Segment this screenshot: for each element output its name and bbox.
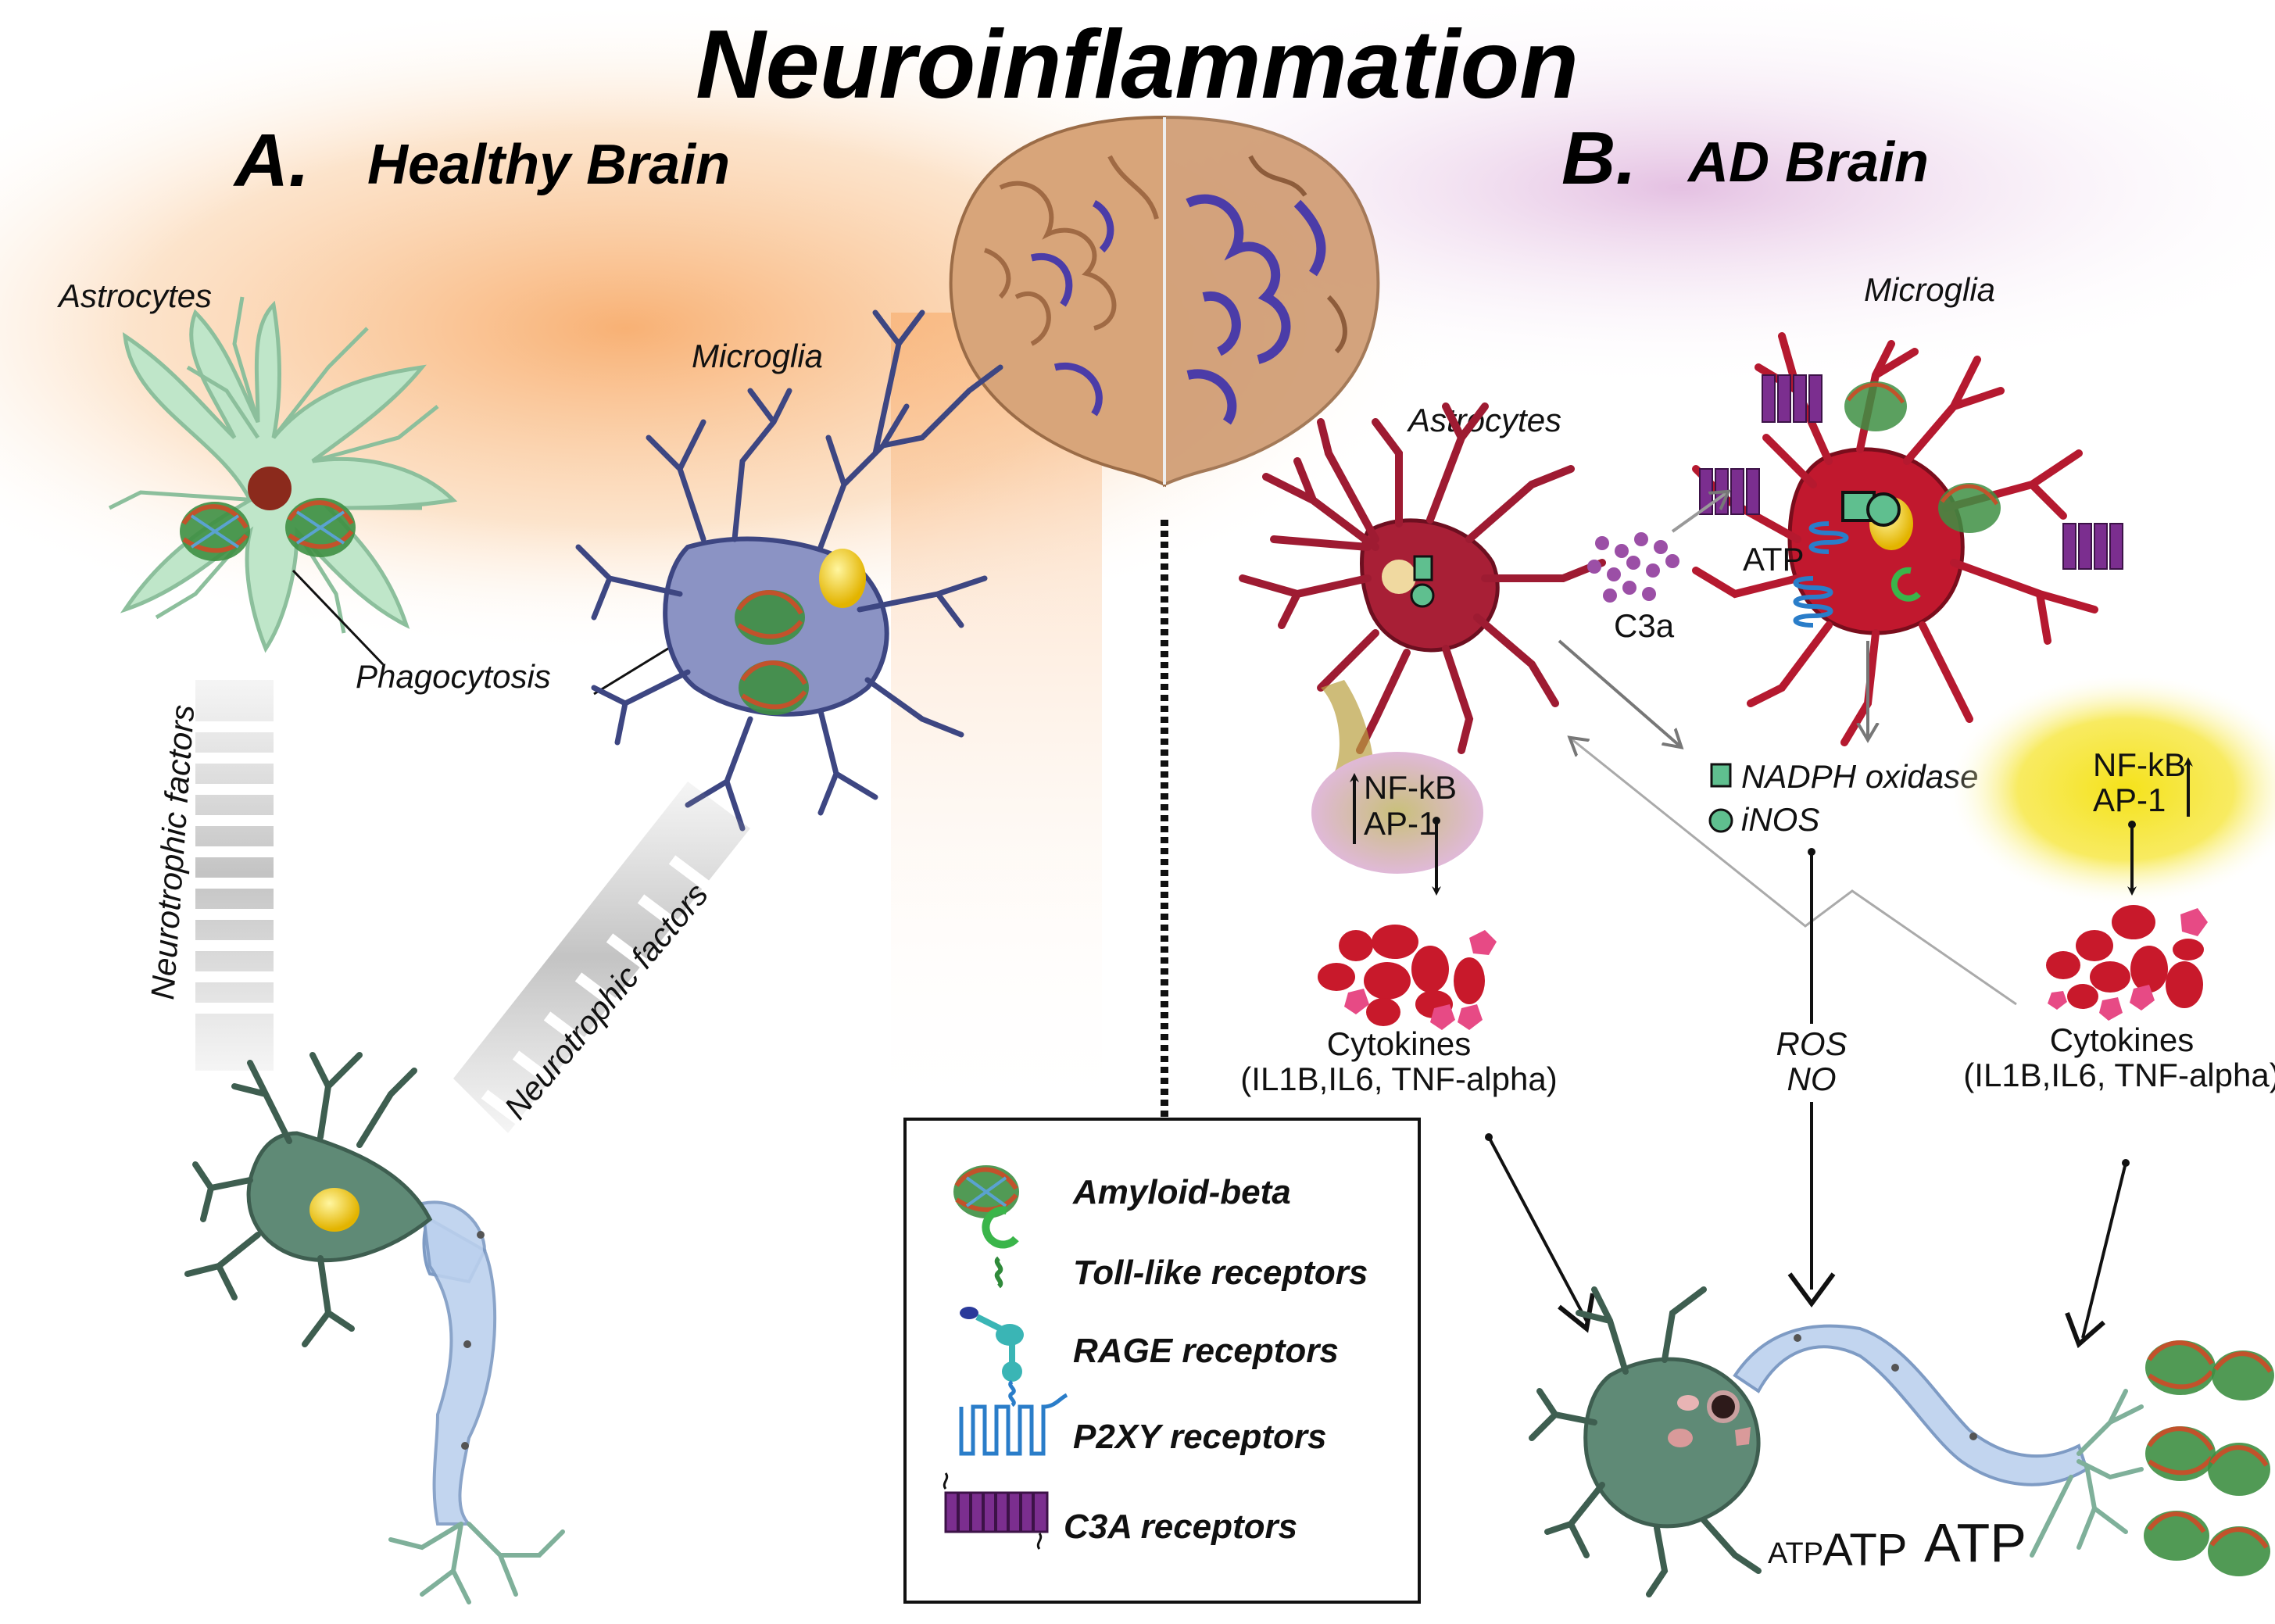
microglia-label-b: Microglia: [1864, 271, 1995, 308]
legend-label-c3a: C3A receptors: [1064, 1508, 1297, 1546]
neurotrophic-stripes-left: [195, 680, 274, 1071]
phagocytosis-pointer-1: [292, 569, 385, 666]
atp-label-1: ATP: [1768, 1537, 1823, 1570]
cytokines-left: [1318, 925, 1497, 1030]
inos-label: iNOS: [1741, 801, 1819, 838]
panel-b-title: AD Brain: [1687, 131, 1929, 194]
p2xy-receptor-icon: [959, 1393, 1068, 1456]
legend-item-p2xy: P2XY receptors: [959, 1393, 1326, 1456]
neurotrophic-label-1: Neurotrophic factors: [144, 703, 201, 1001]
cytokines-right-label-1: Cytokines: [2050, 1021, 2194, 1058]
feedback-gray-line: [1571, 739, 2017, 1006]
nadph-oxidase-label: NADPH oxidase: [1741, 758, 1978, 795]
neuron-healthy: [184, 1052, 565, 1604]
legend-item-rage: RAGE receptors: [960, 1307, 1339, 1408]
amyloid-beta-icon: [285, 498, 356, 557]
ros-arrowhead: [1787, 1272, 1836, 1308]
astrocyte-ad: [1239, 402, 1606, 754]
microglia-ad: [1692, 332, 2123, 746]
c3a-receptor-icon: [1762, 374, 1823, 423]
yellow-glow: [1946, 672, 2275, 907]
neurotrophic-stripes-right: [453, 782, 750, 1146]
astrocytes-label-a: Astrocytes: [56, 277, 212, 314]
legend-item-amyloid-beta: Amyloid-beta: [953, 1165, 1291, 1218]
ros-label: ROS: [1776, 1025, 1847, 1062]
nfkb-label-right: NF-kB: [2093, 746, 2186, 783]
p2xy-receptor-icon: [1808, 521, 1849, 554]
brain-image: [949, 115, 1380, 488]
microglia-healthy: [575, 309, 1003, 832]
cytokines-left-arrowhead: [1558, 1293, 1595, 1333]
cytokines-left-to-neuron: [1487, 1136, 1588, 1322]
astrocyte-healthy: [108, 296, 458, 653]
atp-label-2: ATP: [1823, 1525, 1908, 1576]
cytokines-right-arrowhead: [2065, 1311, 2105, 1349]
cytokines-left-label-1: Cytokines: [1327, 1025, 1471, 1062]
panel-b-letter: B.: [1561, 116, 1636, 200]
ap1-label-left: AP-1: [1364, 805, 1436, 842]
atp-label-3: ATP: [1924, 1512, 2026, 1573]
legend-label-amyloid-beta: Amyloid-beta: [1072, 1173, 1291, 1211]
panel-a-letter: A.: [233, 119, 309, 202]
c3a-label: C3a: [1614, 607, 1675, 644]
legend-label-p2xy: P2XY receptors: [1073, 1418, 1326, 1456]
no-label: NO: [1787, 1061, 1837, 1097]
cytokines-right-to-neuron: [2081, 1162, 2127, 1339]
legend-label-toll-like: Toll-like receptors: [1073, 1254, 1368, 1292]
atp-label-microglia: ATP: [1743, 541, 1805, 578]
c3a-to-receptor-arrow: [1671, 492, 1727, 533]
rage-receptor-icon: [960, 1307, 1024, 1408]
legend: Amyloid-beta Toll-like receptors RAGE re…: [903, 1118, 1421, 1604]
c3a-receptor-icon: [943, 1472, 1049, 1550]
toll-like-receptor-icon: [982, 1206, 1019, 1289]
amyloid-beta-icon: [180, 502, 250, 561]
ap1-label-right: AP-1: [2093, 782, 2166, 818]
legend-item-toll-like: Toll-like receptors: [982, 1206, 1368, 1292]
amyloid-plaques: [2144, 1340, 2274, 1576]
p2xy-receptor-icon: [1793, 576, 1833, 628]
microglia-label-a: Microglia: [692, 338, 823, 374]
amyloid-beta-icon: [953, 1165, 1019, 1218]
nfkb-label-left: NF-kB: [1364, 769, 1457, 806]
cytokines-right-label-2: (IL1B,IL6, TNF-alpha): [1963, 1057, 2275, 1093]
cytokines-right: [2046, 905, 2208, 1021]
inos-icon: [1708, 808, 1733, 833]
figure-title: Neuroinflammation: [696, 11, 1579, 119]
c3a-receptor-icon: [2062, 523, 2123, 570]
toll-like-receptor-icon: [1890, 567, 1921, 602]
panel-a-title: Healthy Brain: [367, 134, 730, 196]
neuron-ad: [1529, 1286, 2144, 1597]
c3a-particles: [1587, 532, 1679, 603]
cytokines-left-label-2: (IL1B,IL6, TNF-alpha): [1240, 1061, 1557, 1097]
nadph-oxidase-icon: [1710, 763, 1732, 788]
amyloid-beta-icon: [735, 590, 805, 645]
legend-item-c3a: C3A receptors: [943, 1472, 1297, 1550]
legend-label-rage: RAGE receptors: [1073, 1332, 1339, 1370]
panel-b: Astrocytes Microglia: [1239, 271, 2275, 1597]
amyloid-beta-icon: [739, 660, 809, 715]
phagocytosis-label: Phagocytosis: [356, 658, 551, 695]
astro-to-nadph-arrow: [1558, 639, 1680, 746]
